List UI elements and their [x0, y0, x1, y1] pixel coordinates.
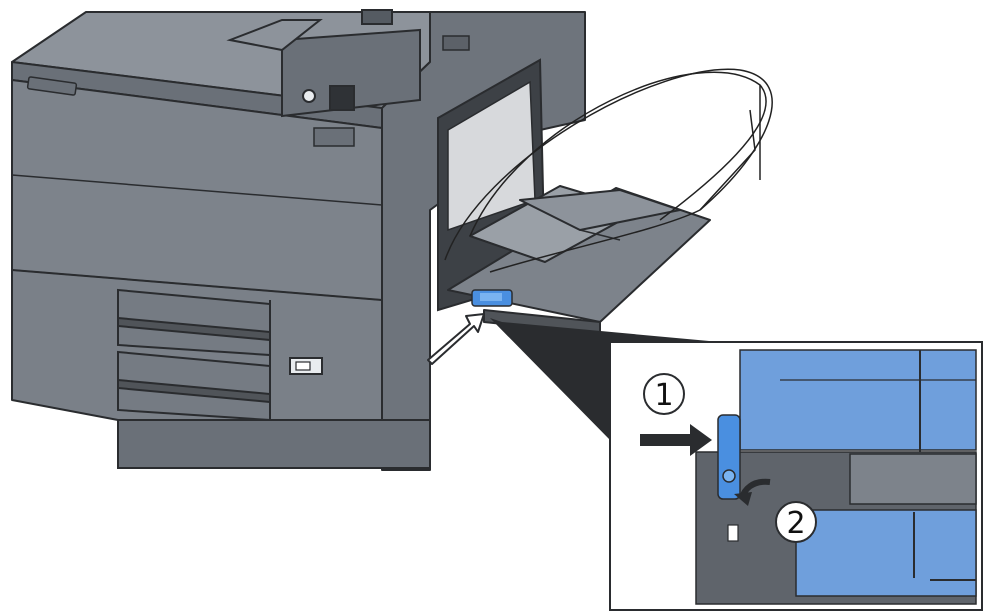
tray-lever-highlight [471, 289, 513, 307]
step-2-marker [775, 501, 817, 543]
detail-inset: 1 2 [609, 341, 983, 611]
inset-release-lever [717, 414, 741, 500]
paper-sheet-outline [444, 68, 773, 273]
step-1-label: 1 [654, 378, 673, 413]
step-1-marker [643, 373, 685, 415]
inset-push-arrow [640, 424, 712, 456]
inset-paper-top [739, 349, 977, 451]
operation-panel [226, 9, 421, 118]
power-button [302, 89, 316, 103]
logo-plate [26, 76, 78, 96]
step-2-label: 2 [786, 506, 805, 541]
paper-cassette-1 [117, 288, 271, 357]
push-arrow [427, 313, 485, 365]
inset-paper-bottom [795, 509, 977, 597]
mp-tray [447, 185, 711, 335]
side-handle [442, 35, 470, 51]
usb-slot [329, 85, 355, 111]
